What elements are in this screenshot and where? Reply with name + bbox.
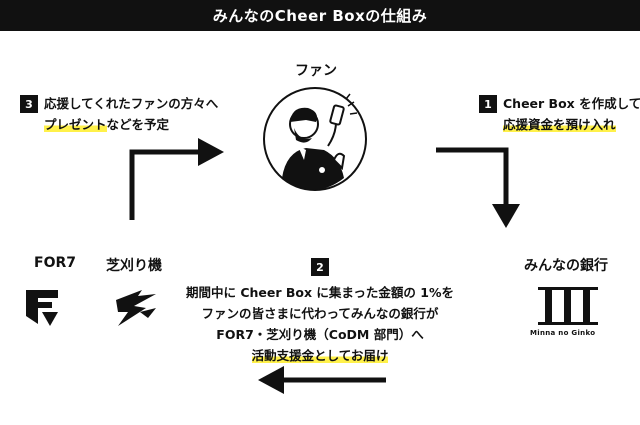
diagram-title-bar: みんなのCheer Boxの仕組み — [0, 0, 640, 31]
step-2-line-1: 期間中に Cheer Box に集まった金額の 1%を — [185, 285, 454, 300]
step-1-line-1: Cheer Box を作成して — [503, 96, 640, 111]
step-2-badge: 2 — [311, 258, 329, 276]
team-shibakariki-label: 芝刈り機 — [106, 258, 162, 274]
step-1-badge: 1 — [479, 95, 497, 113]
fan-illustration-icon — [263, 87, 367, 191]
bank-label: みんなの銀行 — [524, 258, 608, 274]
fan-label: ファン — [295, 63, 337, 79]
step-1-highlight: 応援資金を預け入れ — [503, 117, 616, 132]
bank-logo-text: Minna no Ginko — [530, 329, 596, 337]
arrow-teams-to-fan-icon — [129, 138, 224, 220]
diagram-title: みんなのCheer Boxの仕組み — [212, 7, 428, 25]
step-1-line-2: 応援資金を預け入れ — [503, 114, 616, 135]
step-3-highlight: プレゼント — [44, 117, 107, 132]
bank-logo-icon — [538, 287, 598, 325]
shibakariki-logo-icon — [116, 290, 156, 326]
step-2-highlight: 活動支援金としてお届け — [251, 348, 389, 363]
step-3-rest: などを予定 — [106, 117, 170, 132]
step-2-line-2: ファンの皆さまに代わってみんなの銀行が — [201, 306, 439, 321]
arrow-bank-to-teams-icon — [258, 366, 386, 394]
arrow-fan-to-bank-icon — [436, 147, 520, 228]
step-2-line-3: FOR7・芝刈り機（CoDM 部門）へ — [216, 327, 424, 342]
step-3-line-1: 応援してくれたファンの方々へ — [44, 96, 219, 111]
step-2-line-4: 活動支援金としてお届け — [160, 345, 480, 366]
for7-logo-icon — [26, 290, 58, 326]
step-3-line-2: プレゼントなどを予定 — [44, 114, 169, 135]
team-for7-label: FOR7 — [34, 255, 76, 271]
step-3-badge: 3 — [20, 95, 38, 113]
